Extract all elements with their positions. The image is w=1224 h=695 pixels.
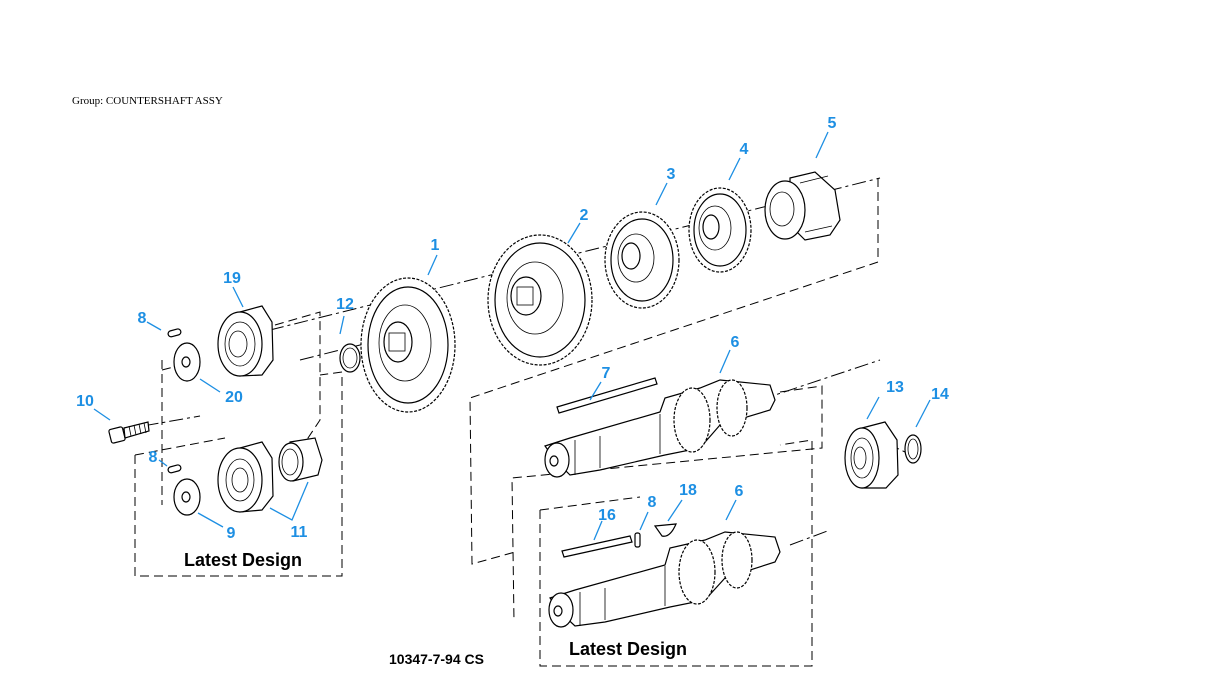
group-label: Group: COUNTERSHAFT ASSY: [72, 95, 223, 107]
callout-5: 5: [828, 115, 837, 132]
countershaft-part-6-lower: [548, 531, 781, 628]
callout-7: 7: [602, 365, 611, 382]
callout-19: 19: [223, 270, 241, 287]
callout-leaders: [93, 131, 931, 541]
key-part-16: [561, 535, 633, 558]
callout-1: 1: [431, 237, 440, 254]
latest-design-note-right: Latest Design: [569, 639, 687, 659]
callout-11: 11: [291, 524, 308, 541]
callout-8-top: 8: [138, 310, 147, 327]
gear-part-5: [764, 171, 841, 241]
callout-6-lower: 6: [735, 483, 744, 500]
pin-part-8-lower: [634, 532, 641, 548]
latest-design-box-right: [539, 439, 813, 667]
sleeve-part-11: [278, 437, 323, 482]
snap-ring-part-14: [904, 434, 922, 464]
countershaft-part-6-upper: [544, 379, 776, 478]
callout-14: 14: [931, 386, 949, 403]
callout-numbers: 1 2 3 4 5 6 6 7 8 8 8 9 10 11 12 13 14 1…: [76, 115, 949, 542]
washer-part-20: [173, 342, 201, 382]
callout-9: 9: [227, 525, 236, 542]
callout-18: 18: [679, 482, 697, 499]
callout-20: 20: [225, 389, 243, 406]
snap-ring-part-12: [339, 343, 361, 373]
bearing-part-13: [844, 421, 899, 489]
washer-part-9: [173, 478, 201, 516]
callout-3: 3: [667, 166, 676, 183]
gear-part-2: [487, 234, 593, 366]
bearing-latest-design: [217, 441, 274, 513]
callout-2: 2: [580, 207, 589, 224]
key-part-7: [556, 377, 658, 414]
callout-13: 13: [886, 379, 904, 396]
drawing-code: 10347-7-94 CS: [389, 651, 484, 667]
callout-8-middle: 8: [149, 449, 158, 466]
bearing-part-19: [217, 305, 274, 377]
callout-16: 16: [598, 507, 616, 524]
callout-10: 10: [76, 393, 94, 410]
pin-part-8-middle: [167, 464, 182, 474]
callout-4: 4: [740, 141, 749, 158]
callout-8-lower: 8: [648, 494, 657, 511]
pin-part-8-top: [167, 328, 182, 338]
gear-part-1: [360, 277, 456, 413]
callout-12: 12: [336, 296, 354, 313]
gear-part-4: [688, 187, 752, 273]
latest-design-note-left: Latest Design: [184, 550, 302, 570]
woodruff-key-part-18: [653, 523, 677, 537]
callout-6-upper: 6: [731, 334, 740, 351]
bolt-part-10: [108, 421, 150, 444]
gear-part-3: [604, 211, 680, 309]
